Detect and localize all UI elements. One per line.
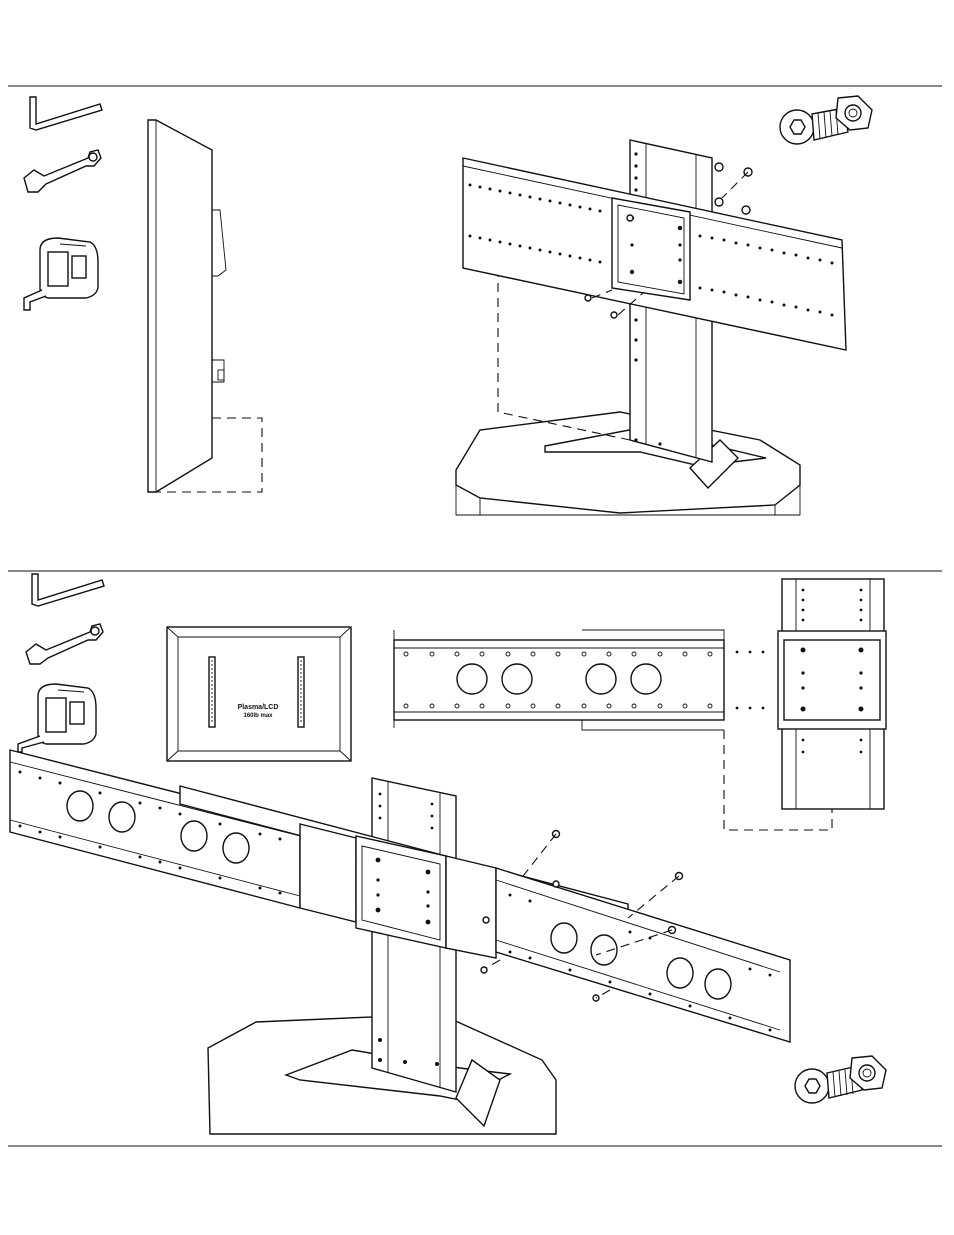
stand-with-mounting-rails-step-2 xyxy=(10,750,790,1134)
stand-with-mounting-rail-step-1 xyxy=(456,140,846,515)
socket-cap-bolt-and-nut-icon xyxy=(795,1056,886,1103)
socket-cap-bolt-and-nut-icon xyxy=(780,96,872,144)
combination-wrench-icon xyxy=(24,150,101,192)
display-label-model: Plasma/LCD xyxy=(238,704,279,711)
allen-wrench-icon xyxy=(32,574,104,606)
combination-wrench-icon xyxy=(26,624,103,664)
tape-measure-icon xyxy=(24,238,98,310)
display-label-weight: 160lb max xyxy=(243,713,273,719)
allen-wrench-icon xyxy=(30,97,102,130)
tape-measure-icon xyxy=(18,684,96,752)
step-1-panel xyxy=(24,96,872,515)
display-back-view: Plasma/LCD 160lb max xyxy=(167,627,351,761)
rail-detail-view xyxy=(394,579,886,830)
display-side-view xyxy=(148,120,262,492)
step-2-panel: Plasma/LCD 160lb max xyxy=(10,574,886,1134)
